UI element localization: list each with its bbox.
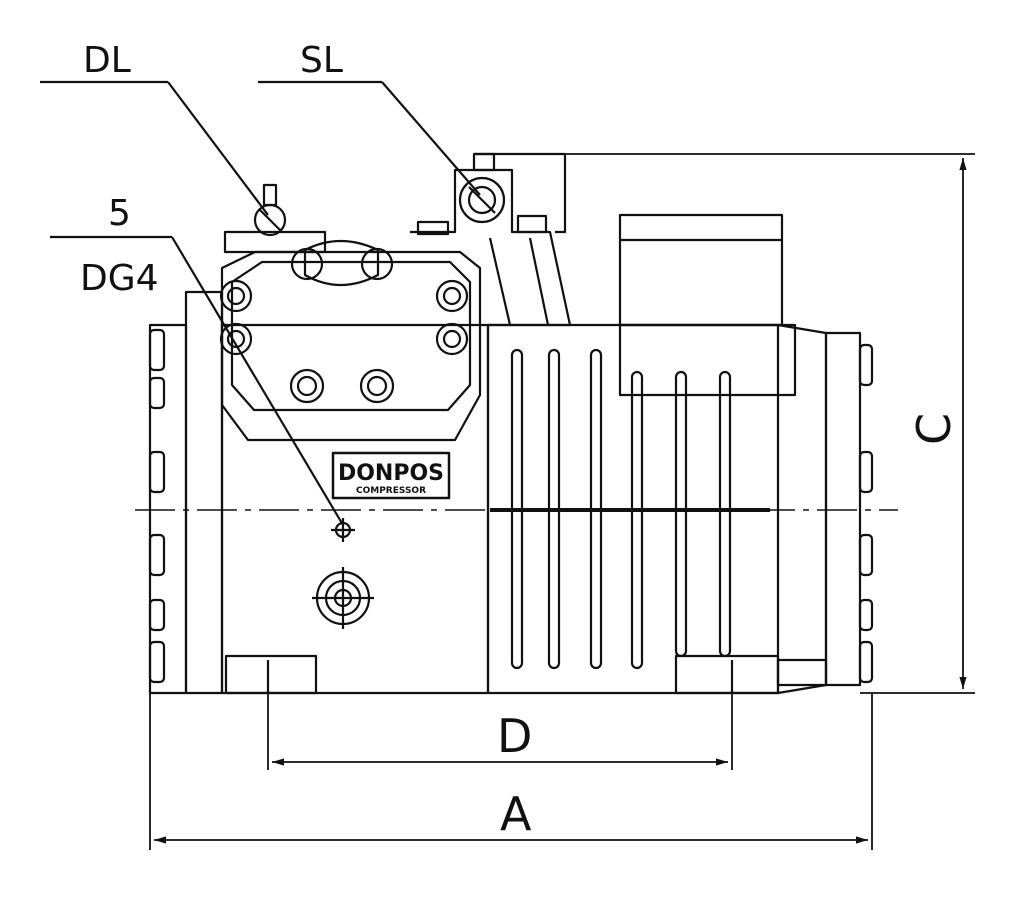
callout-dg4-leader bbox=[50, 235, 344, 526]
discharge-valve bbox=[223, 183, 327, 254]
label-dl: DL bbox=[83, 40, 131, 81]
label-dimension-c: C bbox=[907, 413, 961, 445]
left-end-cover bbox=[148, 290, 224, 695]
label-dg4: DG4 bbox=[80, 258, 159, 299]
dimension-d bbox=[267, 693, 733, 770]
dimension-a bbox=[149, 693, 873, 850]
callout-dl-leader bbox=[40, 80, 269, 216]
callout-sl-leader bbox=[258, 80, 481, 196]
label-5: 5 bbox=[108, 193, 131, 234]
nameplate-frame bbox=[331, 451, 451, 500]
suction-valve bbox=[410, 152, 572, 327]
nameplate-subtitle: COMPRESSOR bbox=[356, 486, 426, 496]
terminal-box bbox=[618, 213, 797, 397]
motor-housing bbox=[486, 323, 874, 695]
label-dimension-a: A bbox=[500, 787, 532, 841]
label-dimension-d: D bbox=[497, 709, 532, 763]
dimension-c bbox=[565, 153, 975, 694]
cylinder-head bbox=[219, 240, 482, 442]
crankcase-body bbox=[220, 323, 490, 695]
sight-glass bbox=[312, 567, 374, 629]
nameplate-brand: DONPOS bbox=[338, 461, 444, 486]
oil-fitting bbox=[331, 518, 355, 542]
label-sl: SL bbox=[300, 40, 343, 81]
